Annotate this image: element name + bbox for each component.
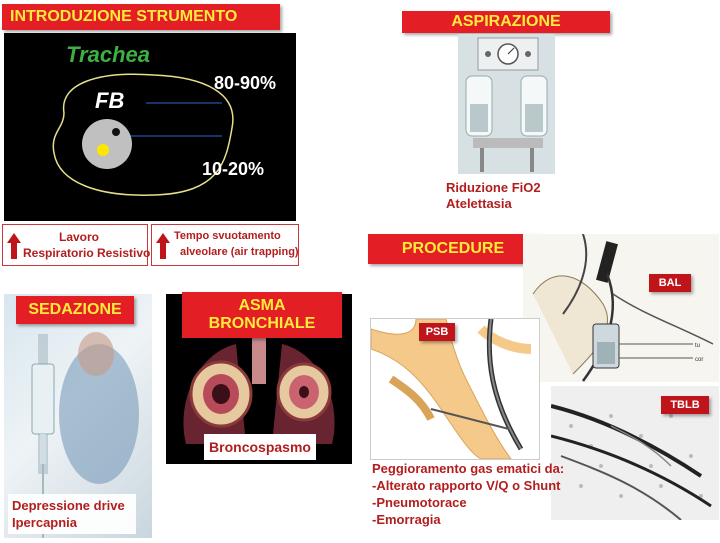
sedation-photo: SEDAZIONE Depressione drive Ipercapnia (4, 294, 152, 538)
asma-title-line1: ASMA (238, 296, 286, 314)
intro-title: INTRODUZIONE STRUMENTO (2, 4, 280, 30)
intro-box-left-line1: Lavoro (59, 230, 100, 244)
asthma-illustration: Broncospasmo (166, 294, 352, 464)
psb-label-text: PSB (425, 325, 449, 338)
svg-text:cor: cor (695, 357, 703, 363)
sedazione-title-text: SEDAZIONE (28, 300, 122, 318)
intro-box-left-line2: Respiratorio Resistivo (23, 246, 151, 260)
iv-drip-graphic (31, 332, 139, 538)
procedure-title-text: PROCEDURE (401, 239, 505, 257)
effect-item-1: -Alterato rapporto V/Q o Shunt (372, 478, 561, 493)
bronchi-graphic (183, 324, 335, 444)
intro-box-right-line1: Tempo svuotamento (174, 230, 281, 242)
percent-bottom: 10-20% (202, 159, 265, 179)
trachea-label: Trachea (66, 42, 150, 67)
psb-label: PSB (419, 323, 455, 341)
aspirazione-line2: Atelettasia (446, 196, 512, 211)
suction-device-graphic (458, 34, 555, 174)
suction-device-image (458, 34, 555, 174)
bal-illustration: tu cor BAL (523, 233, 719, 382)
asma-caption: Broncospasmo (209, 439, 311, 455)
tblb-label-text: TBLB (670, 398, 700, 411)
tblb-label: TBLB (661, 396, 709, 414)
procedure-title: PROCEDURE (368, 234, 538, 264)
intro-box-left: Lavoro Respiratorio Resistivo (2, 224, 151, 266)
aspirazione-title-text: ASPIRAZIONE (451, 12, 561, 30)
effect-item-2: -Pneumotorace (372, 495, 467, 510)
fb-label: FB (95, 88, 125, 113)
bal-graphic: tu cor (532, 233, 714, 382)
effect-item-3: -Emorragia (372, 512, 441, 527)
aspirazione-line1: Riduzione FiO2 (446, 180, 541, 195)
psb-illustration: PSB (370, 318, 540, 460)
bal-label: BAL (649, 274, 691, 292)
sedazione-title: SEDAZIONE (16, 296, 134, 324)
sedazione-line2: Ipercapnia (12, 515, 78, 530)
effects-title: Peggioramento gas ematici da: (372, 461, 565, 476)
percent-top: 80-90% (214, 73, 277, 93)
tblb-illustration: TBLB (550, 386, 719, 521)
asma-title-line2: BRONCHIALE (208, 315, 316, 332)
intro-box-right-line2: alveolare (air trapping) (180, 246, 299, 258)
intro-box-right: Tempo svuotamento alveolare (air trappin… (151, 224, 299, 266)
sedazione-line1: Depressione drive (12, 498, 125, 513)
trachea-outline-graphic (52, 73, 234, 196)
bal-label-text: BAL (658, 276, 682, 289)
asma-caption-box: Broncospasmo (204, 434, 316, 460)
aspirazione-title: ASPIRAZIONE (402, 11, 610, 33)
trachea-diagram: Trachea FB 80-90% 10-20% (4, 33, 296, 221)
asma-title: ASMA BRONCHIALE (182, 292, 342, 338)
up-arrow-icon (7, 233, 21, 259)
psb-graphic (370, 318, 532, 460)
up-arrow-icon (156, 233, 170, 259)
svg-text:tu: tu (695, 343, 700, 349)
sedazione-caption-box: Depressione drive Ipercapnia (8, 494, 136, 534)
intro-title-text: INTRODUZIONE STRUMENTO (10, 7, 238, 25)
